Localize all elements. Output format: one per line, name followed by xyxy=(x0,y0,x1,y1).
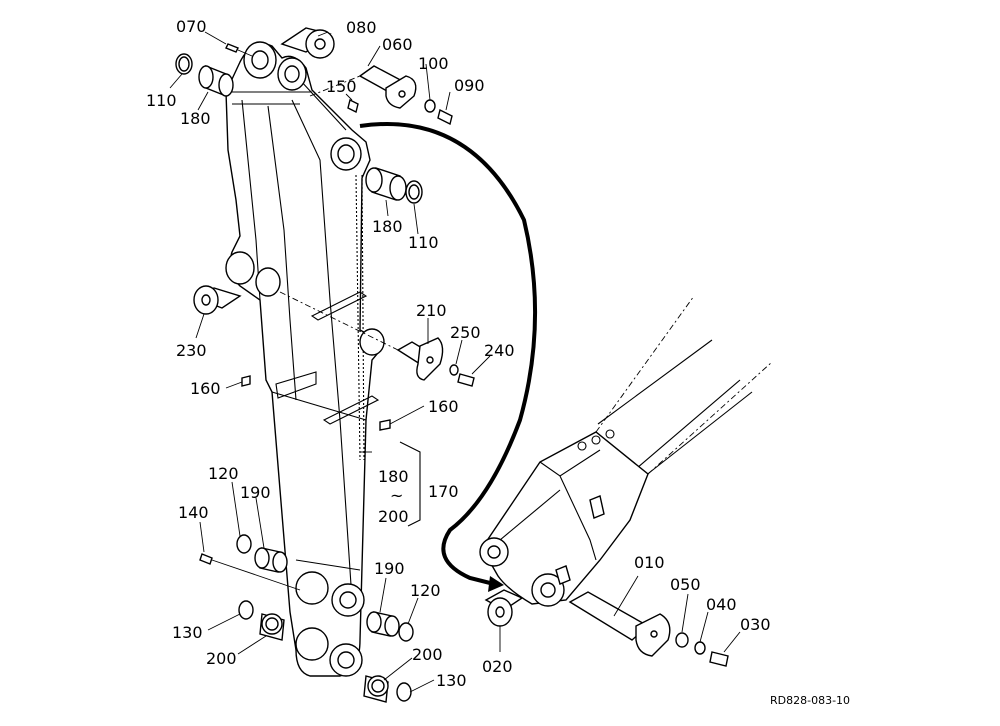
part-120-ring-left xyxy=(236,534,252,554)
label-130-left: 130 xyxy=(172,623,203,642)
label-150: 150 xyxy=(326,77,357,96)
part-200-bushing-left xyxy=(259,613,285,641)
part-100-washer xyxy=(424,99,436,113)
label-190-left: 190 xyxy=(240,483,271,502)
part-110-ring-top xyxy=(175,53,193,75)
label-050: 050 xyxy=(670,575,701,594)
label-170: 170 xyxy=(428,482,459,501)
label-070: 070 xyxy=(176,17,207,36)
part-020-shim xyxy=(484,589,524,627)
label-100: 100 xyxy=(418,54,449,73)
part-140-grease-fitting xyxy=(199,553,301,591)
label-110-upper: 110 xyxy=(408,233,439,252)
label-130-right: 130 xyxy=(436,671,467,690)
label-060: 060 xyxy=(382,35,413,54)
part-130-ring-right xyxy=(396,682,412,702)
part-240-bolt xyxy=(457,373,475,387)
label-120-left: 120 xyxy=(208,464,239,483)
part-120-ring-right xyxy=(398,622,414,642)
part-150-grease-fitting xyxy=(347,98,359,114)
label-030: 030 xyxy=(740,615,771,634)
label-180-top: 180 xyxy=(180,109,211,128)
part-130-ring-left xyxy=(238,600,254,620)
part-170-hose-set-bracket xyxy=(399,441,421,527)
label-120-right: 120 xyxy=(410,581,441,600)
label-160-left: 160 xyxy=(190,379,221,398)
label-040: 040 xyxy=(706,595,737,614)
label-210: 210 xyxy=(416,301,447,320)
part-030-bolt xyxy=(709,651,729,667)
label-200-left: 200 xyxy=(206,649,237,668)
leader-lines xyxy=(169,31,741,693)
drawing-reference-code: RD828-083-10 xyxy=(770,694,850,707)
part-160-fitting-left xyxy=(241,375,251,387)
part-080-shim xyxy=(280,27,335,59)
label-090: 090 xyxy=(454,76,485,95)
label-200-right: 200 xyxy=(412,645,443,664)
label-180-range-start: 180 xyxy=(378,467,409,486)
part-070-grease-fitting xyxy=(225,43,253,57)
part-190-bushing-right xyxy=(366,611,400,637)
part-110-ring-upper-right xyxy=(405,180,423,204)
arm-body xyxy=(225,41,385,677)
part-210-pin xyxy=(279,291,444,381)
part-010-pin xyxy=(568,591,671,657)
part-090-bolt xyxy=(437,108,453,126)
label-080: 080 xyxy=(346,18,377,37)
label-250: 250 xyxy=(450,323,481,342)
label-190-right: 190 xyxy=(374,559,405,578)
label-020: 020 xyxy=(482,657,513,676)
label-240: 240 xyxy=(484,341,515,360)
label-200-range-end: 200 xyxy=(378,507,409,526)
label-230: 230 xyxy=(176,341,207,360)
connector-arrow xyxy=(359,121,538,592)
part-180-bushing-top xyxy=(198,64,234,98)
part-230-shim xyxy=(193,285,242,315)
label-010: 010 xyxy=(634,553,665,572)
part-060-pin xyxy=(309,65,417,109)
part-250-washer xyxy=(449,364,459,376)
label-140: 140 xyxy=(178,503,209,522)
label-range-tilde: ~ xyxy=(390,486,403,505)
part-200-bushing-right xyxy=(363,675,389,703)
part-190-bushing-left xyxy=(254,547,288,573)
boom-body xyxy=(479,295,773,607)
part-160-fitting-right xyxy=(379,419,391,431)
label-110-top: 110 xyxy=(146,91,177,110)
label-180-upper: 180 xyxy=(372,217,403,236)
part-050-washer xyxy=(675,632,689,648)
part-labels: 070 080 060 100 090 110 180 150 180 110 … xyxy=(146,17,771,690)
part-180-bushing-upper-right xyxy=(365,167,407,201)
label-160-right: 160 xyxy=(428,397,459,416)
part-040-washer xyxy=(694,641,706,655)
